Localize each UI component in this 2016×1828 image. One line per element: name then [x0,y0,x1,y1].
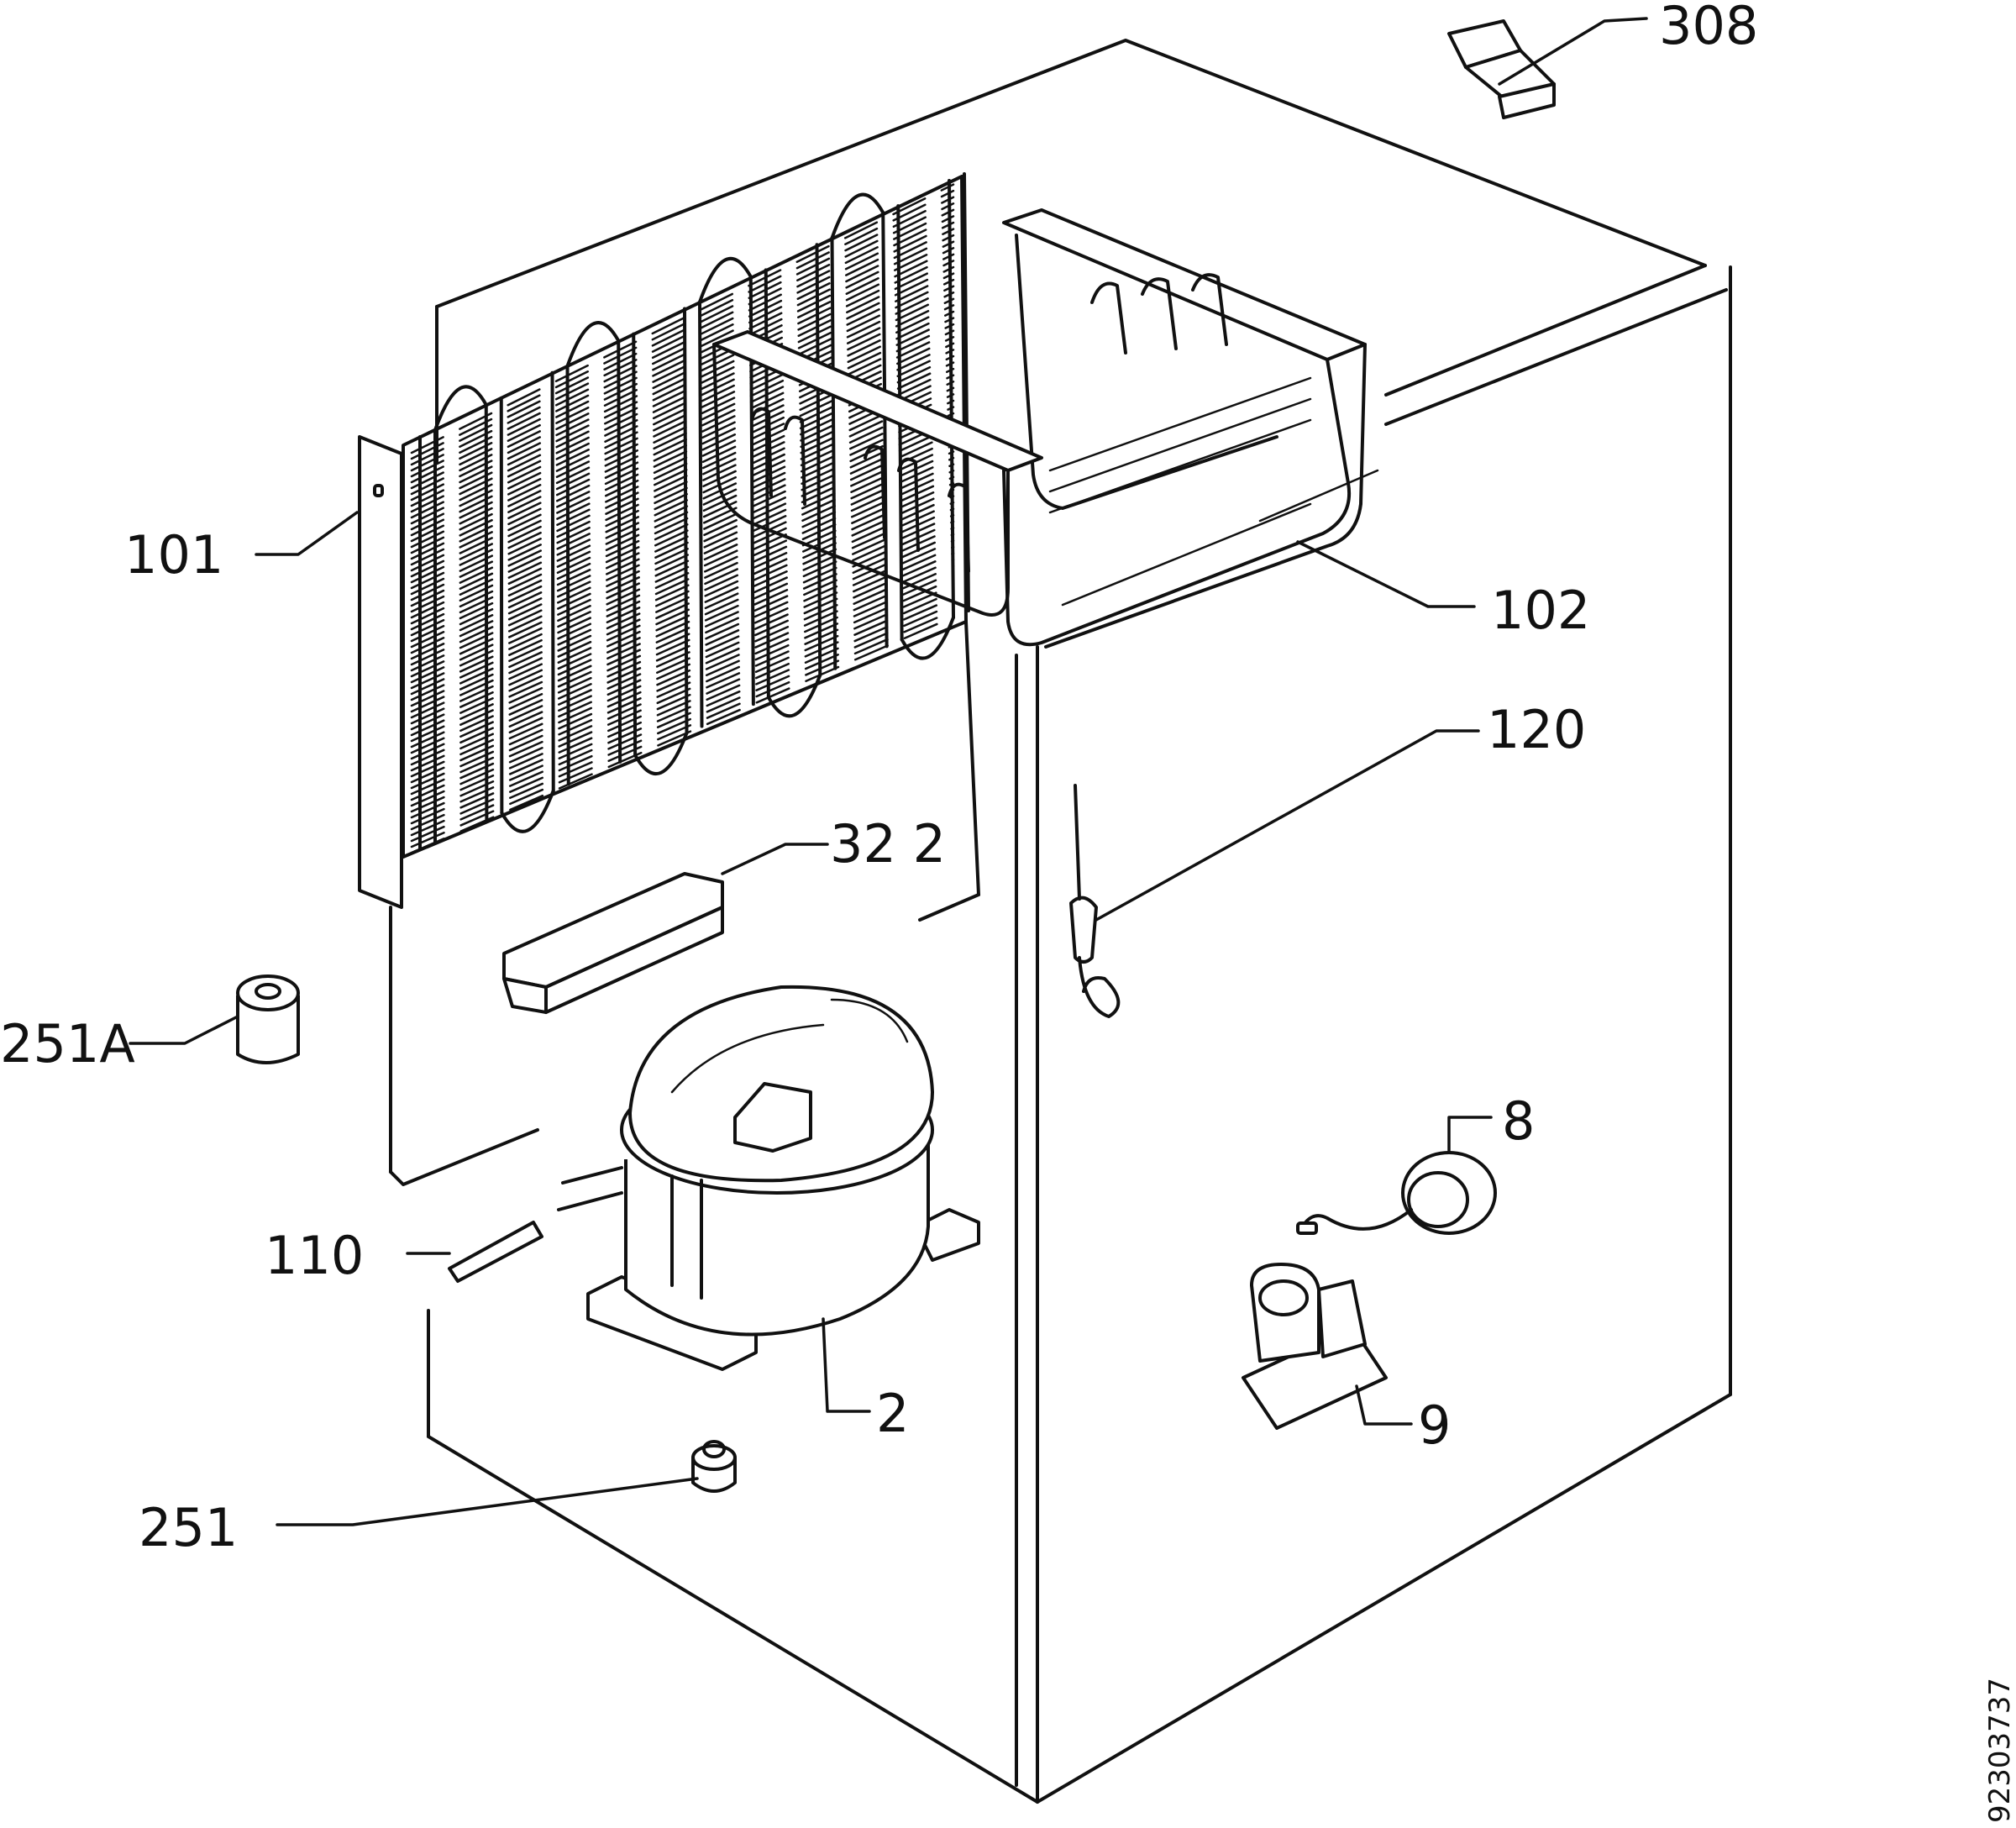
part-8-thermostat [1296,1151,1497,1235]
callout-251: 251 [139,1497,238,1558]
callout-110: 110 [265,1225,364,1286]
part-251a-grommet [236,974,300,1064]
part-120-sensor [1069,784,1121,1018]
leader-lines [129,17,1648,1526]
part-308-clip [1447,19,1556,119]
compressor [557,985,980,1371]
callout-120: 120 [1487,699,1586,760]
evaporator-tray [712,208,1367,649]
part-110-tube [448,1221,543,1283]
callout-322: 32 2 [830,813,946,875]
part-251-foot [691,1440,737,1493]
callout-308: 308 [1659,0,1758,56]
callout-2: 2 [876,1383,909,1444]
callout-labels: 308 101 102 120 32 2 251A 8 110 2 9 251 [0,0,1758,1558]
part-322-bracket [502,872,724,1014]
callout-8: 8 [1502,1090,1535,1152]
callout-102: 102 [1491,580,1590,641]
condenser-coil [358,172,980,1186]
callout-251a: 251A [0,1013,135,1074]
part-9-relay [1242,1263,1388,1430]
cabinet-body [427,39,1732,1804]
document-id: 92303737 [1983,1678,2016,1823]
callout-101: 101 [124,524,223,586]
callout-9: 9 [1418,1395,1451,1456]
